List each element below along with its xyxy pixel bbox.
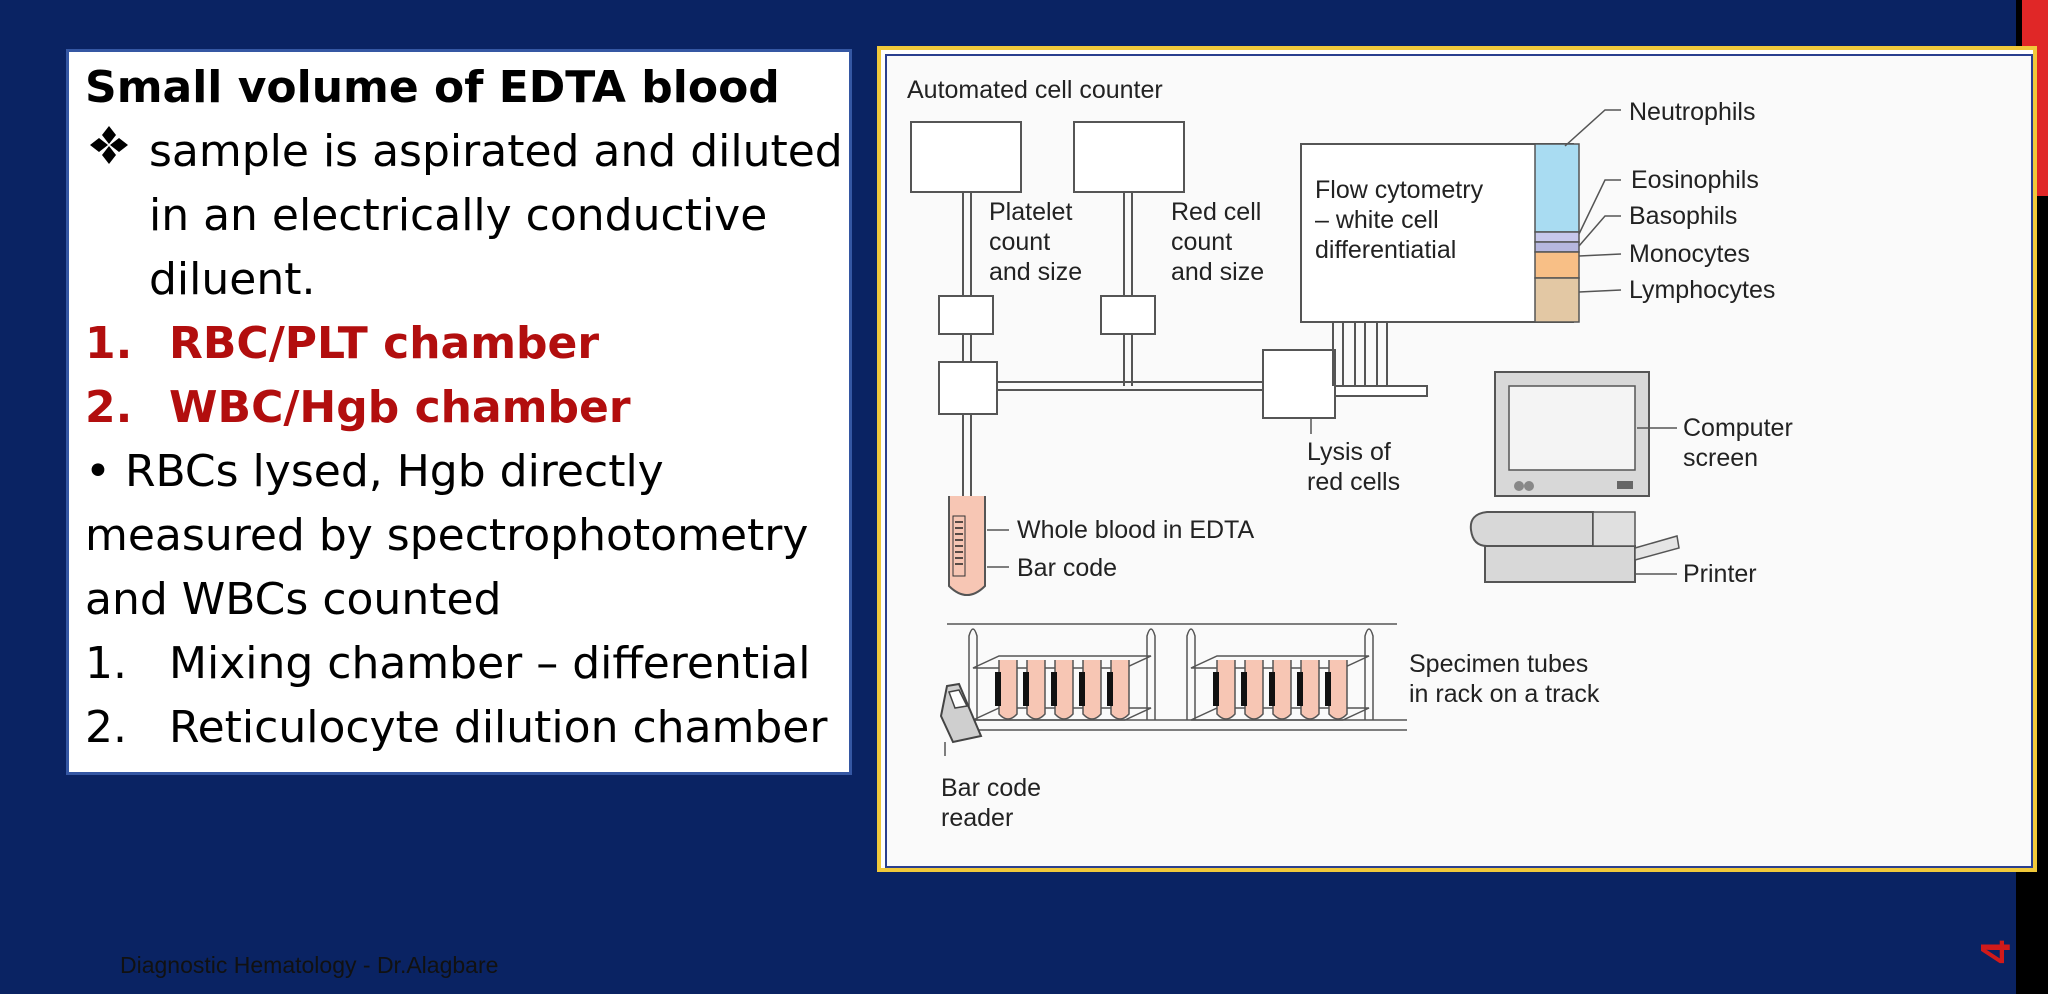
platelet-label: and size xyxy=(989,258,1082,286)
sub-item-label: Mixing chamber – differential xyxy=(169,638,811,689)
whole-blood-label: Whole blood in EDTA xyxy=(1017,516,1254,544)
para-line: measured by spectrophotometry xyxy=(85,510,809,561)
lysis-label: red cells xyxy=(1307,468,1400,496)
lysis-box xyxy=(1262,349,1336,419)
printer-label: Printer xyxy=(1683,560,1757,588)
diagram-title: Automated cell counter xyxy=(907,76,1163,104)
bullet-line: diluent. xyxy=(149,254,316,305)
specimen-label: Specimen tubes xyxy=(1409,650,1588,678)
specimen-track xyxy=(947,623,1407,731)
diagram-panel: Automated cell counter Platelet count an… xyxy=(877,46,2037,872)
flow-label: – white cell xyxy=(1315,206,1439,234)
platelet-valve xyxy=(938,295,994,335)
diagram-frame: Automated cell counter Platelet count an… xyxy=(885,54,2033,868)
sample-tube xyxy=(948,496,986,596)
mixing-box xyxy=(938,361,998,415)
computer-screen-icon xyxy=(1494,371,1677,497)
slide-footer: Diagnostic Hematology - Dr.Alagbare xyxy=(120,952,499,978)
barcode-reader-icon xyxy=(939,682,983,756)
lysis-label: Lysis of xyxy=(1307,438,1391,466)
redcell-label: Red cell xyxy=(1171,198,1261,226)
chamber-label: RBC/PLT chamber xyxy=(169,318,600,369)
bullet-line: in an electrically conductive xyxy=(149,190,768,241)
chamber-num: 2. xyxy=(85,382,133,433)
wbc-type-label: Basophils xyxy=(1629,202,1737,230)
bullet-line: sample is aspirated and diluted xyxy=(149,126,843,177)
sub-item-label: Reticulocyte dilution chamber xyxy=(169,702,828,753)
reader-label: Bar code xyxy=(941,774,1041,802)
para-line: • RBCs lysed, Hgb directly xyxy=(85,446,664,497)
redcell-valve xyxy=(1100,295,1156,335)
heading: Small volume of EDTA blood xyxy=(85,62,780,113)
wbc-type-label: Neutrophils xyxy=(1629,98,1755,126)
wbc-type-label: Monocytes xyxy=(1629,240,1750,268)
platelet-label: Platelet xyxy=(989,198,1072,226)
redcell-chamber-box xyxy=(1073,121,1185,193)
text-panel: Small volume of EDTA blood sample is asp… xyxy=(66,49,852,775)
printer-icon xyxy=(1469,511,1680,583)
flow-cytometry-box xyxy=(1300,143,1574,323)
automated-cell-counter-diagram: Automated cell counter Platelet count an… xyxy=(907,76,1793,832)
redcell-label: count xyxy=(1171,228,1232,256)
platelet-label: count xyxy=(989,228,1050,256)
four-diamond-icon xyxy=(87,123,131,180)
wbc-type-label: Lymphocytes xyxy=(1629,276,1775,304)
flow-label: differentiatial xyxy=(1315,236,1456,264)
chamber-label: WBC/Hgb chamber xyxy=(169,382,631,433)
computer-label: screen xyxy=(1683,444,1758,472)
wbc-type-label: Eosinophils xyxy=(1631,166,1759,194)
flow-label: Flow cytometry xyxy=(1315,176,1484,204)
para-line: and WBCs counted xyxy=(85,574,502,625)
reader-label: reader xyxy=(941,804,1013,832)
specimen-tubes xyxy=(995,660,1348,720)
redcell-label: and size xyxy=(1171,258,1264,286)
wbc-differential-bar xyxy=(1534,143,1580,323)
sub-item-num: 2. xyxy=(85,702,127,753)
platelet-chamber-box xyxy=(910,121,1022,193)
bar-code-label: Bar code xyxy=(1017,554,1117,582)
specimen-label: in rack on a track xyxy=(1409,680,1600,708)
slide-number: 4 xyxy=(1972,940,2019,964)
computer-label: Computer xyxy=(1683,414,1793,442)
sub-item-num: 1. xyxy=(85,638,127,689)
chamber-num: 1. xyxy=(85,318,133,369)
